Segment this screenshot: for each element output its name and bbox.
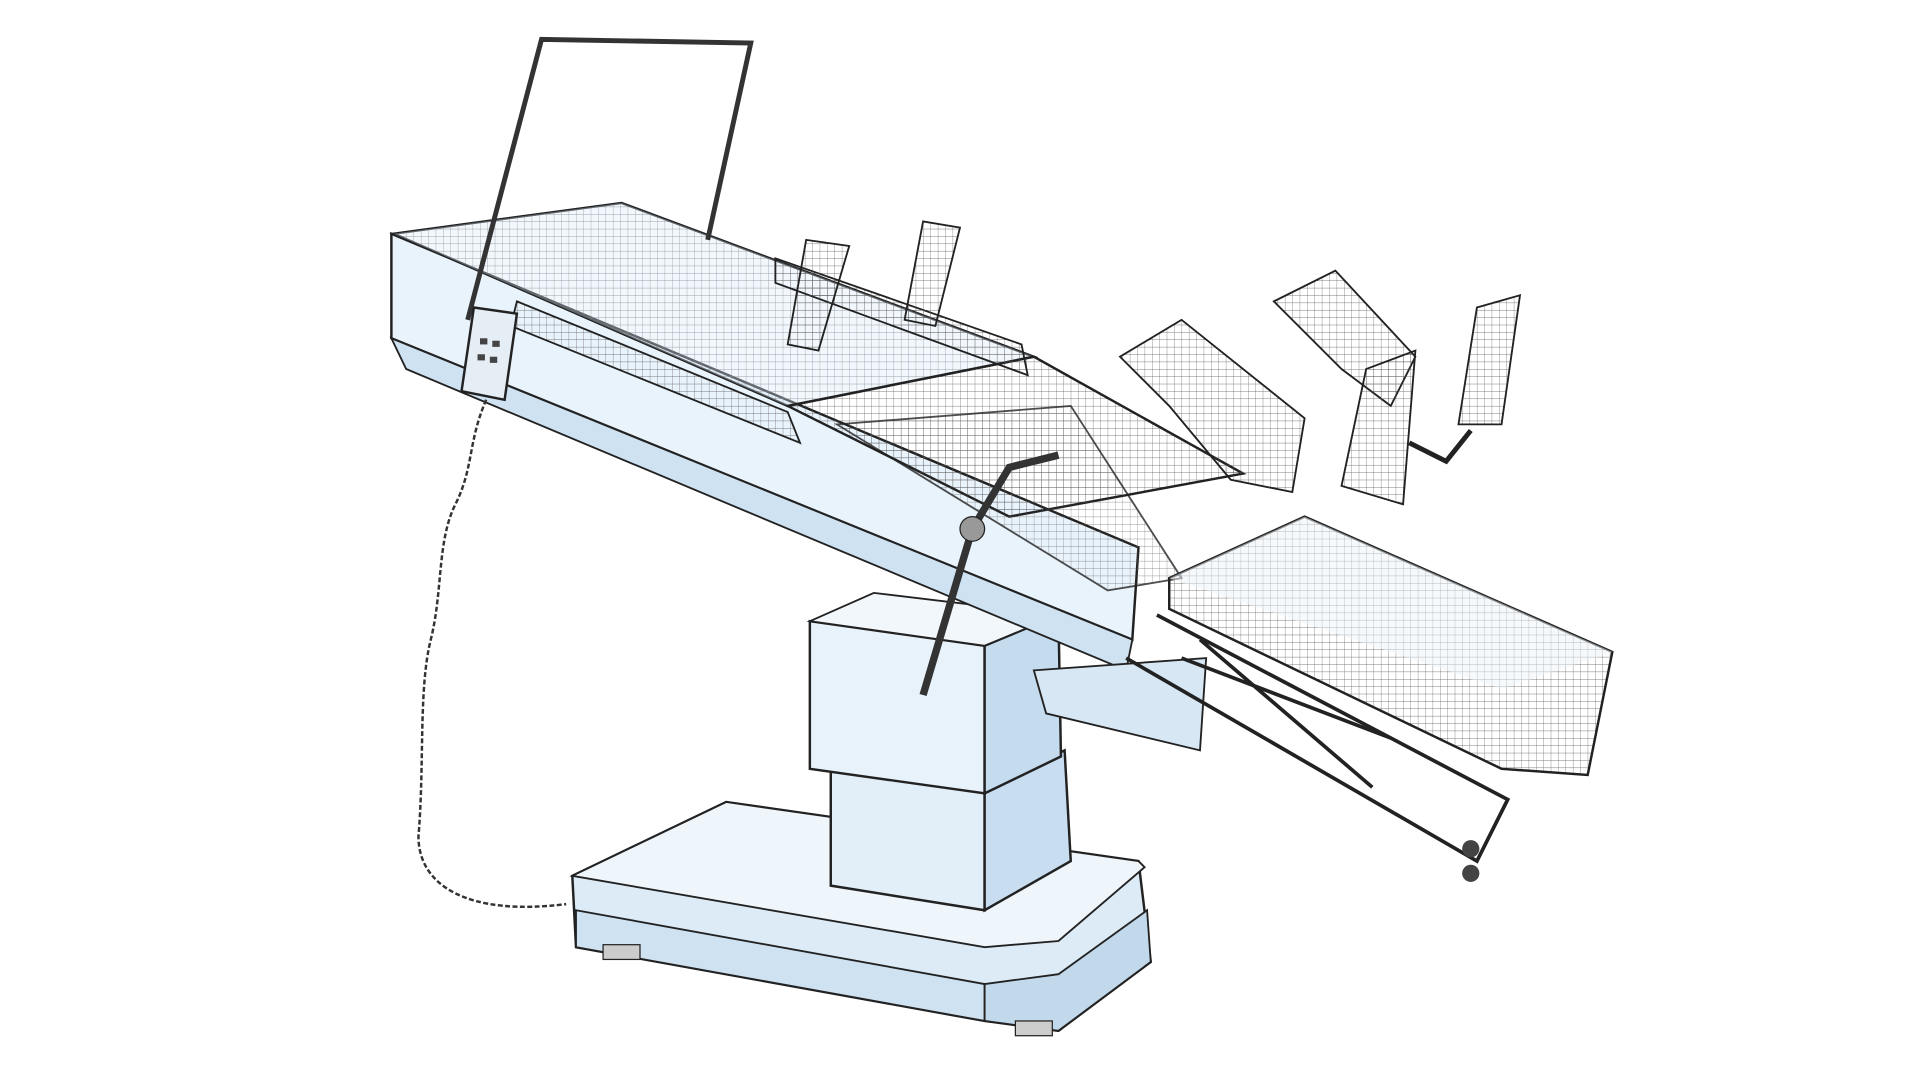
table-column: [806, 591, 1073, 913]
torso-cushion: [783, 355, 1247, 592]
shoulder-supports: [786, 220, 962, 352]
side-bar-clamp: [919, 451, 1060, 697]
clamp-knob: [959, 516, 986, 542]
leg-holders: [1118, 269, 1522, 506]
leg-section-frame: [1125, 613, 1511, 882]
anesthesia-screen-frame: [465, 36, 754, 321]
hand-pendant-remote: [417, 306, 567, 909]
leg-cushion: [1168, 515, 1614, 777]
